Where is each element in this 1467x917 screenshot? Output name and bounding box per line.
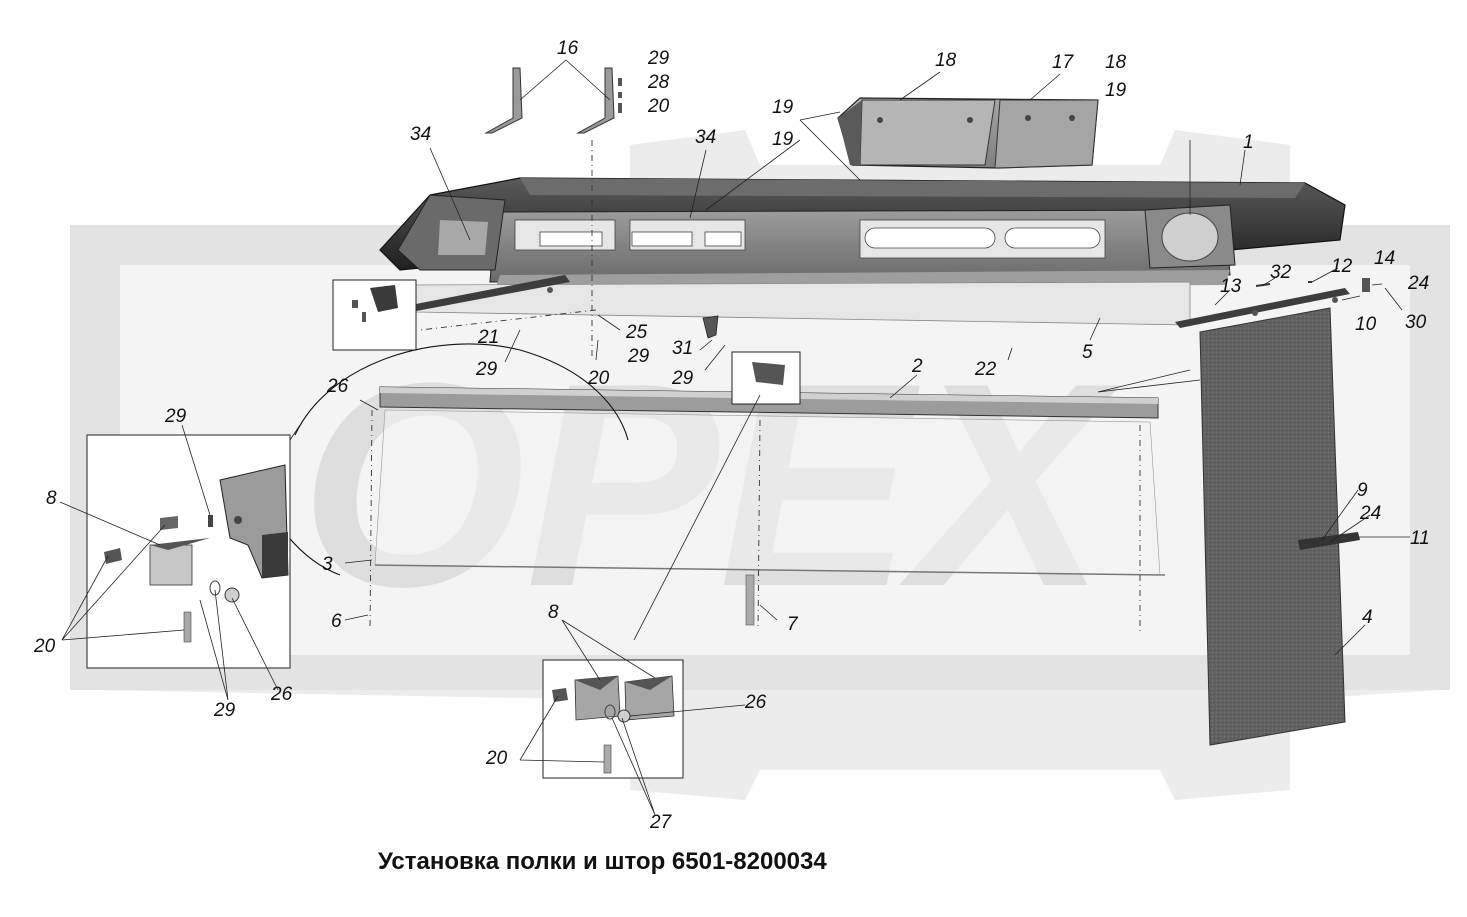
- label-14: 14: [1374, 248, 1395, 269]
- label-20-e: 20: [485, 748, 508, 769]
- detail-frame-center: [542, 659, 684, 779]
- curtain-4: [1199, 307, 1360, 746]
- curtain-rod-2: [379, 351, 1159, 419]
- bracket-15: [484, 67, 622, 134]
- label-31: 31: [672, 338, 693, 359]
- label-10: 10: [1355, 314, 1377, 335]
- label-32: 32: [1270, 262, 1292, 283]
- label-3: 3: [322, 554, 333, 575]
- box-17-16: [837, 97, 1099, 169]
- label-20-c: 20: [587, 368, 610, 389]
- label-18: 18: [1105, 52, 1127, 73]
- label-29-d: 29: [671, 368, 694, 389]
- label-30: 30: [1405, 312, 1427, 333]
- label-17: 18: [935, 50, 957, 71]
- part-labels: 16 29 28 20 18 17 18 19 19 19 34 34 1 14…: [33, 38, 1430, 833]
- label-22: 22: [974, 359, 997, 380]
- figure-caption: Установка полки и штор 6501-8200034: [378, 848, 827, 875]
- label-7: 7: [787, 614, 799, 635]
- label-5: 5: [1082, 342, 1093, 363]
- label-9: 9: [1357, 480, 1368, 501]
- label-8-b: 8: [548, 602, 559, 623]
- label-18-b: 19: [772, 97, 794, 118]
- label-2: 2: [911, 356, 923, 377]
- detail-frame-upper: [332, 279, 417, 351]
- label-28: 29: [647, 48, 670, 69]
- label-24: 24: [1407, 273, 1429, 294]
- label-29: 28: [647, 72, 670, 93]
- label-26: 26: [326, 376, 349, 397]
- label-29-f: 29: [213, 700, 236, 721]
- label-29-e: 29: [164, 406, 187, 427]
- label-12: 12: [1331, 256, 1353, 277]
- label-29-c: 29: [627, 346, 650, 367]
- label-16: 17: [1052, 52, 1075, 73]
- label-21: 21: [477, 327, 499, 348]
- label-25: 25: [625, 322, 648, 343]
- label-29-g: 27: [649, 812, 673, 833]
- label-1: 1: [1243, 132, 1254, 153]
- label-20-d: 20: [33, 636, 56, 657]
- curtain-3: [369, 409, 1166, 635]
- label-8: 8: [46, 488, 57, 509]
- label-19: 19: [1105, 80, 1127, 101]
- label-15: 16: [557, 38, 579, 59]
- label-20: 20: [647, 96, 670, 117]
- label-34: 34: [410, 124, 431, 145]
- label-26-c: 26: [744, 692, 767, 713]
- label-4: 4: [1362, 607, 1373, 628]
- leader-lines: [59, 59, 1410, 816]
- label-24-b: 24: [1359, 503, 1381, 524]
- zoom-circle: [294, 343, 629, 441]
- label-27: 29: [475, 359, 498, 380]
- detail-frame-left: [86, 434, 291, 669]
- label-33: 34: [695, 127, 716, 148]
- label-11: 11: [1410, 528, 1430, 549]
- shelf-1: [379, 177, 1346, 290]
- label-26-b: 26: [270, 684, 293, 705]
- label-13: 13: [1220, 276, 1242, 297]
- rail-5: [385, 275, 1370, 328]
- label-19-b: 19: [772, 129, 794, 150]
- bracket-31: [702, 315, 719, 339]
- label-6: 6: [331, 611, 342, 632]
